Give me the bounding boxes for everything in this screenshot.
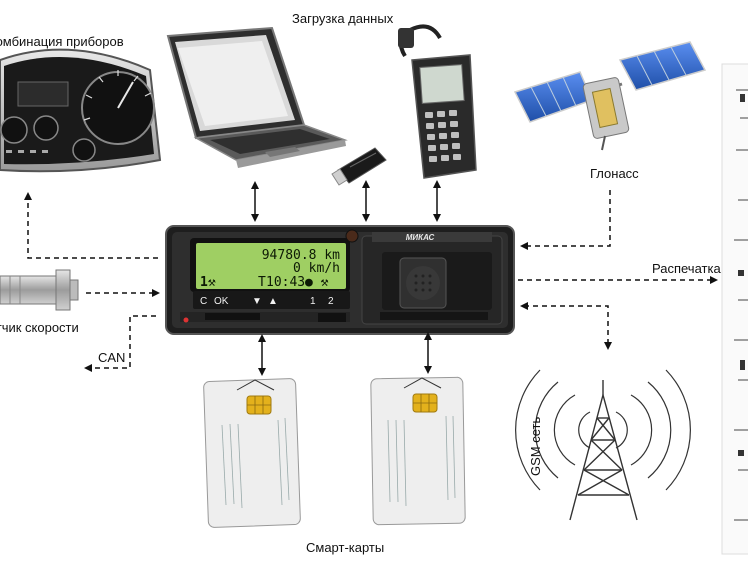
smart-cards-label: Смарт-карты <box>306 540 385 555</box>
button-ok[interactable]: OK <box>214 296 229 307</box>
laptop-icon <box>166 26 348 168</box>
lcd-clock-icon: T <box>258 275 266 290</box>
speed-sensor-icon <box>0 269 79 311</box>
lcd-time: 10:43 <box>266 275 305 290</box>
handheld-reader-icon <box>398 24 477 179</box>
lcd-ready-icon: ● ⚒ <box>305 275 329 290</box>
button-slot-2[interactable]: 2 <box>328 296 334 307</box>
button-up[interactable]: ▲ <box>268 296 278 307</box>
printout-label: Распечатка <box>652 261 721 276</box>
glonass-label: Глонасс <box>590 166 639 181</box>
instrument-cluster-label: Комбинация приборов <box>0 34 124 49</box>
instrument-cluster-icon <box>0 48 162 173</box>
satellite-icon <box>513 41 707 151</box>
device-buttons: C OK ▼ ▲ 1 2 <box>200 296 334 307</box>
usb-stick-icon <box>331 147 387 186</box>
printout-strip <box>721 63 748 555</box>
lcd-slot-indicator: 1⚒ <box>200 275 216 290</box>
radio-tower-icon <box>515 369 691 521</box>
button-c[interactable]: C <box>200 296 207 307</box>
button-slot-1[interactable]: 1 <box>310 296 316 307</box>
tachograph-device <box>165 225 515 335</box>
lcd-screen <box>196 243 346 289</box>
data-download-label: Загрузка данных <box>292 11 394 26</box>
gsm-label: GSM сеть <box>528 416 543 476</box>
device-brand: МИКАС <box>406 233 435 242</box>
speed-sensor-label: Датчик скорости <box>0 320 79 335</box>
connectors <box>24 180 718 376</box>
can-label: CAN <box>98 350 126 365</box>
smart-card-left <box>203 378 301 528</box>
smart-card-right <box>370 376 466 526</box>
button-down[interactable]: ▼ <box>252 296 262 307</box>
lcd-odometer: 94780.8 km <box>262 248 340 263</box>
lcd-speed: 0 km/h <box>293 261 340 276</box>
